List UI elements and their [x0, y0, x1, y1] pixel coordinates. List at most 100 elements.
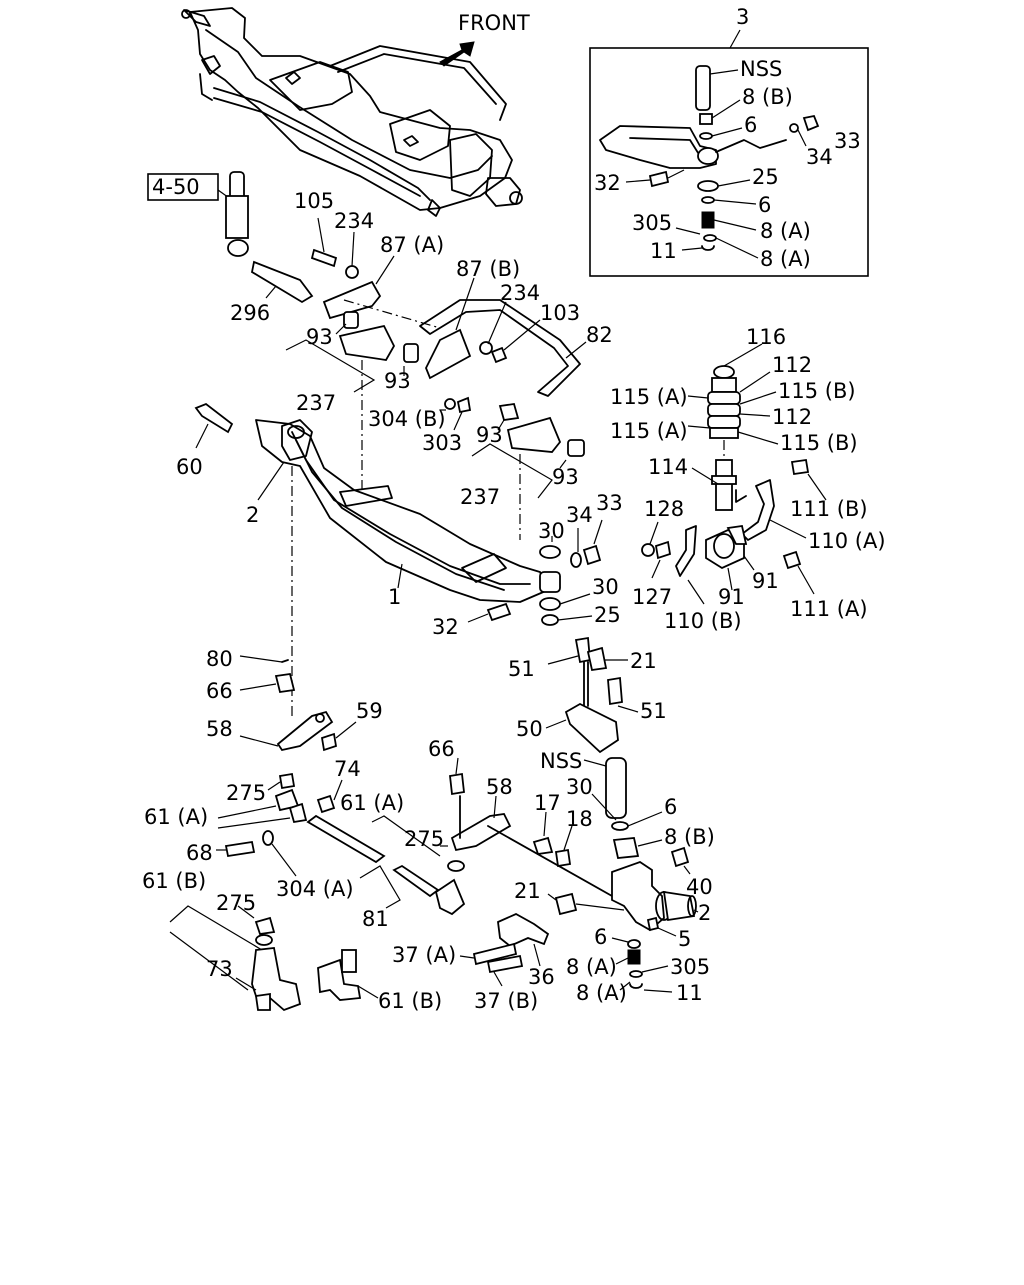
callout-110a: 110 (A)	[808, 529, 886, 553]
callout-ref-4-50: 4-50	[152, 175, 200, 199]
callout-1: 1	[388, 585, 401, 609]
callout-128: 128	[644, 497, 684, 521]
axle-beam-group: 60 2 1 93 93 237 30 34 33	[176, 402, 623, 720]
steering-right-group: 51 21 51 50 NSS 30 6 8 (B) 66 58 275	[392, 636, 715, 1013]
callout-30-upper: 30	[538, 519, 565, 543]
inset-frame	[589, 47, 869, 277]
front-indicator: FRONT	[439, 11, 530, 67]
callout-112-top: 112	[772, 353, 812, 377]
callout-82: 82	[586, 323, 613, 347]
callout-93-c: 93	[476, 423, 503, 447]
callout-91-lower: 91	[718, 585, 745, 609]
callout-30-lower: 30	[592, 575, 619, 599]
callout-61a-right: 61 (A)	[340, 791, 404, 815]
callout-115a-bottom: 115 (A)	[610, 419, 688, 443]
callout-2-upper: 2	[246, 503, 259, 527]
callout-36: 36	[528, 965, 555, 989]
callout-30-knuckle: 30	[566, 775, 593, 799]
callout-127: 127	[632, 585, 672, 609]
callout-234-right: 234	[500, 281, 540, 305]
callout-275-right: 275	[404, 827, 444, 851]
callout-51-top: 51	[508, 657, 535, 681]
callout-17: 17	[534, 791, 561, 815]
shock-absorber-group: 4-50 296 105 234 87 (A) 82 87 (B) 234	[147, 171, 613, 490]
callout-6-inset-bottom: 6	[758, 193, 771, 217]
callout-275-left: 275	[226, 781, 266, 805]
callout-51-right: 51	[640, 699, 667, 723]
callout-50: 50	[516, 717, 543, 741]
callout-25-beam: 25	[594, 603, 621, 627]
callout-116: 116	[746, 325, 786, 349]
callout-58-right: 58	[486, 775, 513, 799]
callout-111a: 111 (A)	[790, 597, 868, 621]
callout-303: 303	[422, 431, 462, 455]
callout-110b: 110 (B)	[664, 609, 742, 633]
callout-275-lower: 275	[216, 891, 256, 915]
callout-305-inset: 305	[632, 211, 672, 235]
callout-305-knuckle: 305	[670, 955, 710, 979]
callout-5: 5	[678, 927, 691, 951]
callout-8a-inset-bottom: 8 (A)	[760, 247, 811, 271]
callout-37b: 37 (B)	[474, 989, 538, 1013]
callout-61b-left: 61 (B)	[142, 869, 206, 893]
callout-58-left: 58	[206, 717, 233, 741]
callout-2-lower: 2	[698, 901, 711, 925]
callout-18: 18	[566, 807, 593, 831]
callout-304b: 304 (B)	[368, 407, 446, 431]
callout-11-knuckle: 11	[676, 981, 703, 1005]
callout-68: 68	[186, 841, 213, 865]
callout-115b-bottom: 115 (B)	[780, 431, 858, 455]
callout-8a-knuckle-top: 8 (A)	[566, 955, 617, 979]
callout-93-b: 93	[384, 369, 411, 393]
callout-34-inset: 34	[806, 145, 833, 169]
steering-left-group: 80 66 58 59 275 74 61 (A) 61 (A) 68 304 …	[142, 647, 466, 1013]
callout-6-knuckle-top: 6	[664, 795, 677, 819]
callout-66-left: 66	[206, 679, 233, 703]
callout-nss-inset: NSS	[740, 57, 782, 81]
callout-81: 81	[362, 907, 389, 931]
callout-114: 114	[648, 455, 688, 479]
callout-93-d: 93	[552, 465, 579, 489]
callout-105: 105	[294, 189, 334, 213]
callout-103: 103	[540, 301, 580, 325]
callout-21-top: 21	[630, 649, 657, 673]
callout-111b: 111 (B)	[790, 497, 868, 521]
ref-box-4-50	[147, 173, 219, 201]
callout-304a: 304 (A)	[276, 877, 354, 901]
callout-21-lower: 21	[514, 879, 541, 903]
callout-66-right: 66	[428, 737, 455, 761]
callout-11-inset: 11	[650, 239, 677, 263]
callout-6-knuckle-bottom: 6	[594, 925, 607, 949]
callout-nss-lower: NSS	[540, 749, 582, 773]
callout-237-lower: 237	[460, 485, 500, 509]
callout-8a-inset-top: 8 (A)	[760, 219, 811, 243]
callout-87a: 87 (A)	[380, 233, 444, 257]
callout-33-inset: 33	[834, 129, 861, 153]
callout-32-beam: 32	[432, 615, 459, 639]
callout-8b-inset: 8 (B)	[742, 85, 793, 109]
callout-61a-left: 61 (A)	[144, 805, 208, 829]
inset-kingpin-detail: 3 NSS 8 (B) 6 33 34 32 25 6	[589, 5, 869, 277]
callout-296: 296	[230, 301, 270, 325]
callout-112-bottom: 112	[772, 405, 812, 429]
callout-73: 73	[206, 957, 233, 981]
callout-40: 40	[686, 875, 713, 899]
callout-234-left: 234	[334, 209, 374, 233]
frame-assembly	[181, 7, 523, 217]
callout-32-inset: 32	[594, 171, 621, 195]
callout-37a: 37 (A)	[392, 943, 456, 967]
callout-6-inset-top: 6	[744, 113, 757, 137]
callout-59: 59	[356, 699, 383, 723]
callout-93-a: 93	[306, 325, 333, 349]
callout-25-inset: 25	[752, 165, 779, 189]
callout-237-upper: 237	[296, 391, 336, 415]
callout-80: 80	[206, 647, 233, 671]
front-arrow-icon	[439, 41, 475, 67]
bump-stop-group: 116 112 115 (A) 115 (B) 112 115 (A) 115 …	[610, 325, 886, 633]
callout-3: 3	[736, 5, 749, 29]
callout-87b: 87 (B)	[456, 257, 520, 281]
callout-61b-right: 61 (B)	[378, 989, 442, 1013]
callout-91-upper: 91	[752, 569, 779, 593]
